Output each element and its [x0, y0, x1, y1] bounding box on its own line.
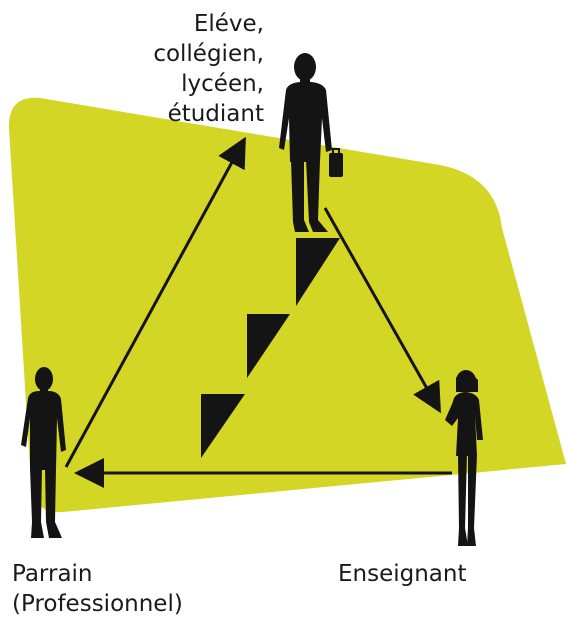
- arrow-mentor-to-student: [64, 136, 246, 468]
- student-role-line: étudiant: [167, 101, 264, 127]
- businessman-with-briefcase-icon: [279, 53, 343, 232]
- staircase-icon: [201, 238, 340, 458]
- mentor-role-line: (Professionnel): [12, 591, 183, 617]
- mentor-role-line: Parrain: [12, 561, 93, 587]
- businessman-standing-icon: [21, 367, 66, 538]
- teacher-role-label: Enseignant: [338, 559, 467, 589]
- student-role-label: Eléve, collégien, lycéen, étudiant: [64, 9, 264, 129]
- mentor-role-label: Parrain (Professionnel): [12, 559, 183, 619]
- arrow-student-to-teacher: [323, 207, 441, 414]
- student-role-line: collégien,: [153, 41, 264, 67]
- student-role-line: Eléve,: [193, 11, 264, 37]
- teacher-role-line: Enseignant: [338, 561, 467, 587]
- businesswoman-standing-icon: [445, 370, 483, 546]
- student-role-line: lycéen,: [181, 71, 264, 97]
- background-shape: [8, 97, 566, 513]
